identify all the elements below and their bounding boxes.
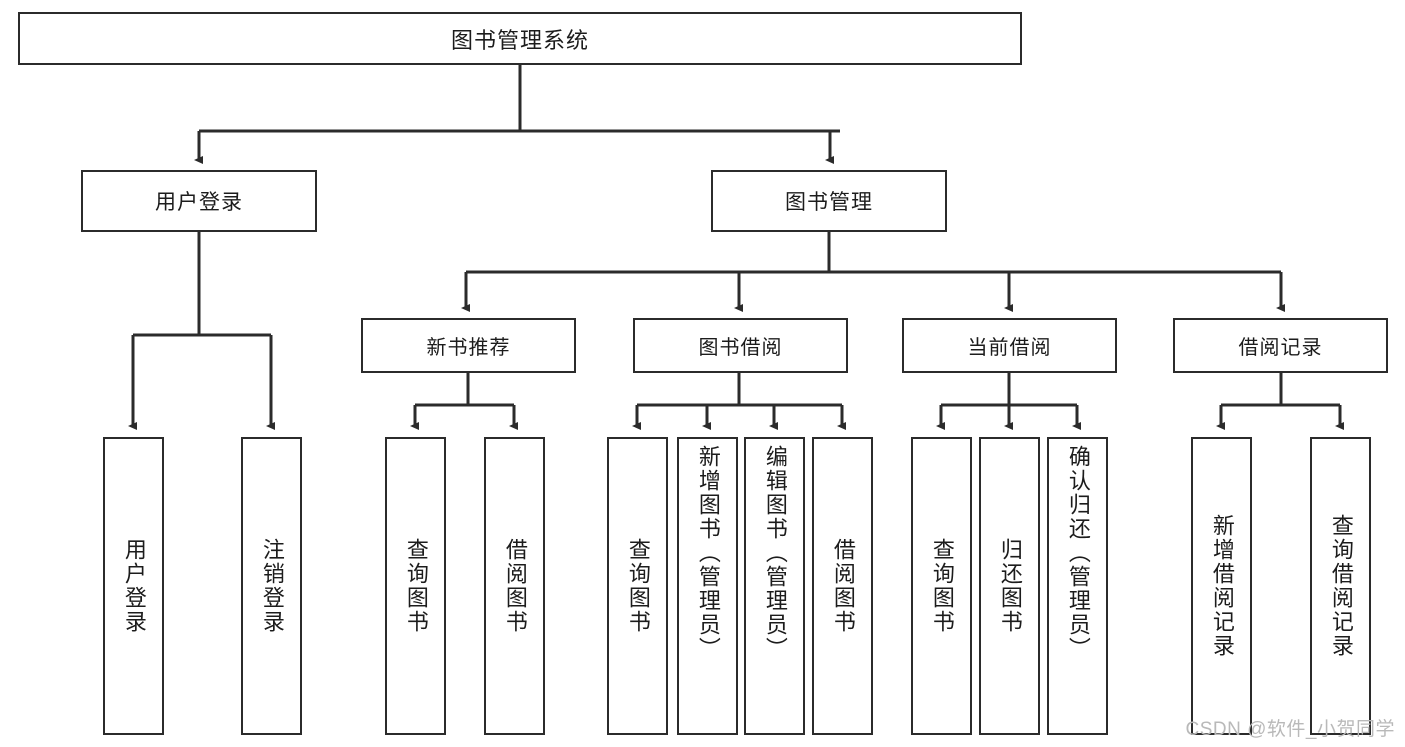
node-user-login[interactable]: 用户登录 [81, 170, 317, 232]
csdn-watermark: CSDN @软件_小贺同学 [1185, 719, 1395, 740]
leaf-query-book-current[interactable]: 查询图书 [911, 437, 972, 735]
leaf-logout-login[interactable]: 注销登录 [241, 437, 302, 735]
leaf-return-book[interactable]: 归还图书 [979, 437, 1040, 735]
node-current-borrow[interactable]: 当前借阅 [902, 318, 1117, 373]
node-root-system[interactable]: 图书管理系统 [18, 12, 1022, 65]
node-borrow-record[interactable]: 借阅记录 [1173, 318, 1388, 373]
leaf-add-book-admin[interactable]: 新增图书（管理员） [677, 437, 738, 735]
leaf-query-borrow-record[interactable]: 查询借阅记录 [1310, 437, 1371, 735]
leaf-query-book-recommend[interactable]: 查询图书 [385, 437, 446, 735]
leaf-user-login[interactable]: 用户登录 [103, 437, 164, 735]
leaf-borrow-book-recommend[interactable]: 借阅图书 [484, 437, 545, 735]
node-new-book-recommend[interactable]: 新书推荐 [361, 318, 576, 373]
leaf-query-book-borrow[interactable]: 查询图书 [607, 437, 668, 735]
leaf-confirm-return-admin[interactable]: 确认归还（管理员） [1047, 437, 1108, 735]
node-book-management[interactable]: 图书管理 [711, 170, 947, 232]
leaf-edit-book-admin[interactable]: 编辑图书（管理员） [744, 437, 805, 735]
leaf-add-borrow-record[interactable]: 新增借阅记录 [1191, 437, 1252, 735]
node-book-borrow[interactable]: 图书借阅 [633, 318, 848, 373]
leaf-borrow-book-borrow[interactable]: 借阅图书 [812, 437, 873, 735]
